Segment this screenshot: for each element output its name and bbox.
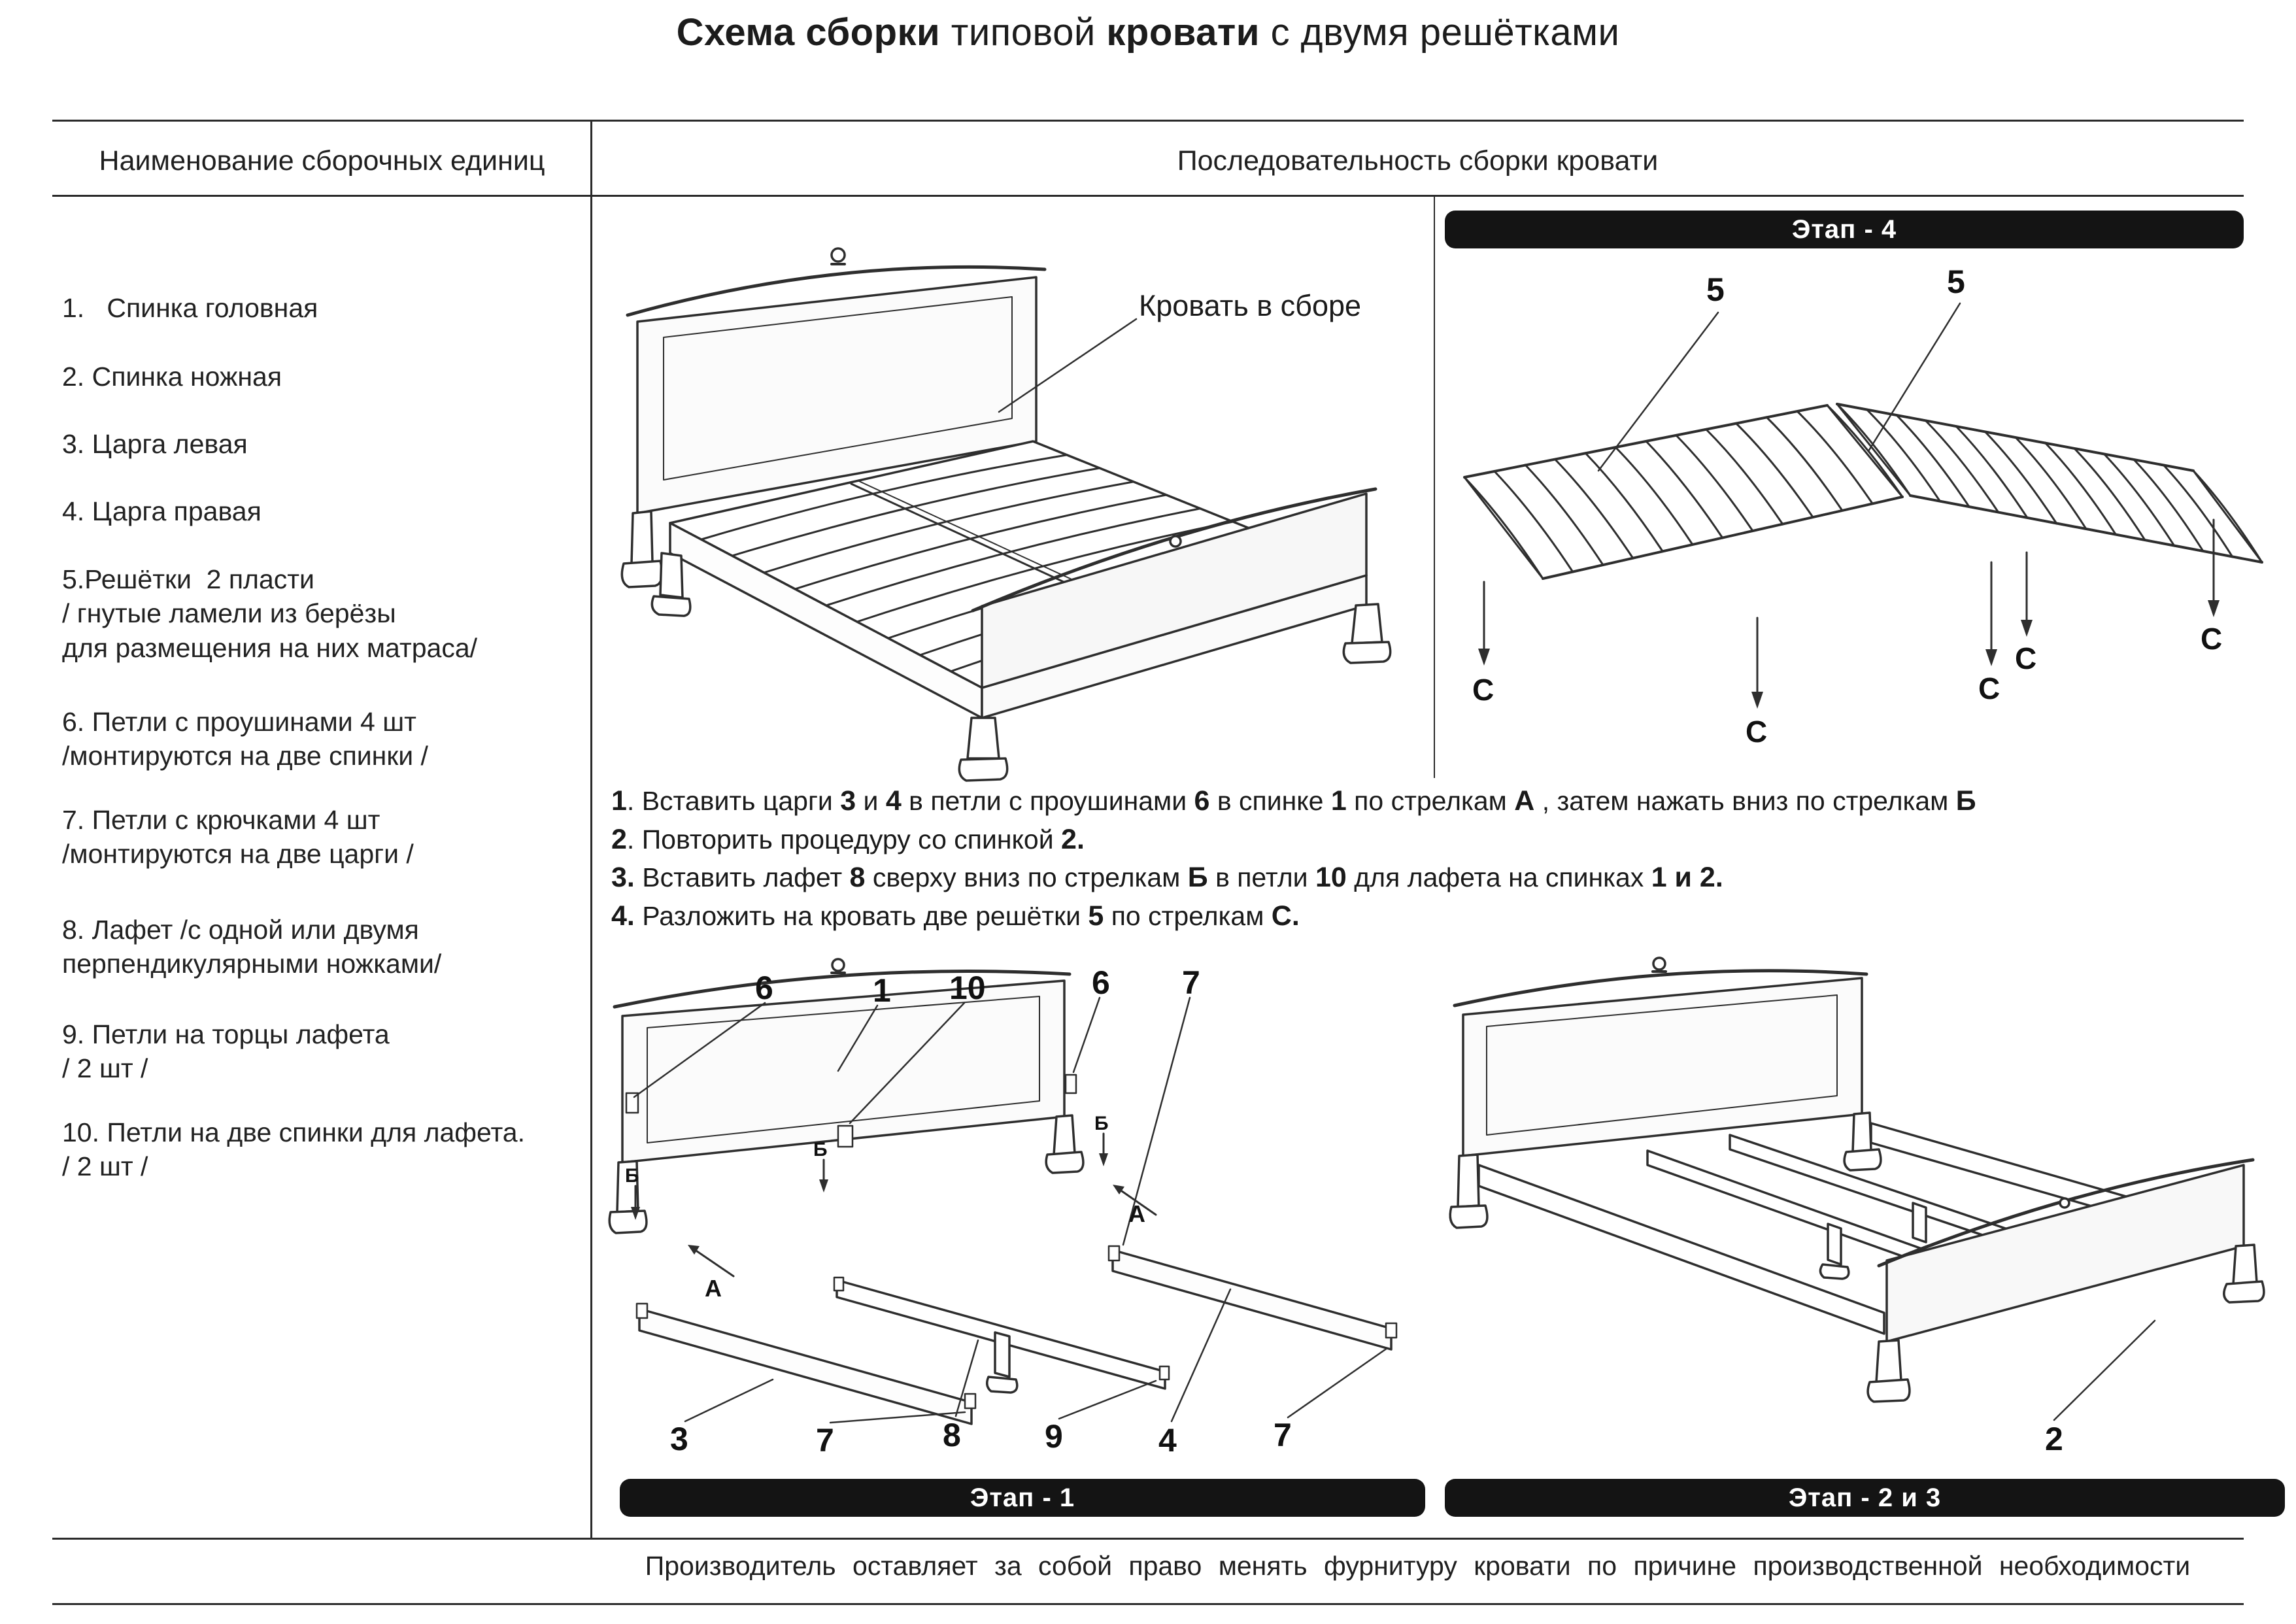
rail-right-4 bbox=[1107, 1245, 1398, 1351]
parts-list-item: 10. Петли на две спинки для лафета. / 2 … bbox=[62, 1117, 525, 1182]
arrow-label-b: Б bbox=[1094, 1113, 1109, 1134]
part-label-6: 6 bbox=[755, 970, 773, 1006]
assembled-bed-figure: Кровать в сборе bbox=[608, 216, 1425, 785]
stage-2-3-banner: Этап - 2 и 3 bbox=[1445, 1479, 2285, 1517]
parts-list-item: 8. Лафет /с одной или двумя перпендикуля… bbox=[62, 915, 442, 979]
instruction-step: 4. Разложить на кровать две решётки 5 по… bbox=[611, 900, 1300, 932]
instruction-step: 3. Вставить лафет 8 сверху вниз по стрел… bbox=[611, 862, 1723, 894]
assembled-bed-caption: Кровать в сборе bbox=[1139, 289, 1362, 322]
grid-left bbox=[1463, 404, 1904, 580]
stage-2-3-figure: 2 bbox=[1445, 955, 2288, 1471]
stage-4-banner: Этап - 4 bbox=[1445, 211, 2244, 248]
assembly-instructions: 1. Вставить царги 3 и 4 в петли с проуши… bbox=[611, 785, 2275, 938]
direction-arrows bbox=[631, 1132, 1157, 1277]
stage-1-figure: 6 1 10 6 7 Б Б Б А А 3 7 8 9 4 7 bbox=[608, 955, 1428, 1471]
arrow-label-b: Б bbox=[625, 1165, 639, 1187]
part-label-3: 3 bbox=[670, 1421, 688, 1457]
arrow-label-c: С bbox=[1978, 671, 2001, 705]
instruction-step: 1. Вставить царги 3 и 4 в петли с проуши… bbox=[611, 785, 1976, 817]
divider-bottom bbox=[52, 1603, 2244, 1605]
arrow-label-a: А bbox=[1128, 1200, 1145, 1227]
divider-header bbox=[52, 195, 2244, 197]
footboard bbox=[971, 487, 1377, 689]
part-label-8: 8 bbox=[943, 1417, 961, 1453]
arrow-label-c: С bbox=[2201, 622, 2223, 656]
rail-left-3 bbox=[635, 1302, 977, 1425]
bed-frame-drawing bbox=[1449, 956, 2265, 1421]
right-column-header: Последовательность сборки кровати bbox=[1177, 145, 1659, 177]
parts-list-item: 4. Царга правая bbox=[62, 496, 262, 526]
parts-list-item: 3. Царга левая bbox=[62, 429, 248, 459]
parts-list-item: 5.Решётки 2 пласти / гнутые ламели из бе… bbox=[62, 564, 478, 663]
divider-footer-top bbox=[52, 1538, 2244, 1540]
part-label-7: 7 bbox=[1274, 1417, 1292, 1453]
divider-columns bbox=[590, 120, 592, 1538]
headboard bbox=[620, 247, 1047, 588]
left-column-header: Наименование сборочных единиц bbox=[99, 145, 545, 177]
footer-note: Производитель оставляет за собой право м… bbox=[645, 1551, 2191, 1581]
lafet-8 bbox=[833, 1276, 1170, 1394]
slat-grids-drawing bbox=[1463, 302, 2263, 709]
arrow-label-b: Б bbox=[813, 1139, 828, 1160]
part-label-4: 4 bbox=[1158, 1422, 1177, 1459]
hinges bbox=[625, 1074, 1077, 1148]
footboard bbox=[1866, 1158, 2265, 1403]
legs bbox=[650, 552, 1392, 782]
caption-leader-line bbox=[998, 318, 1138, 413]
arrow-label-a: А bbox=[705, 1275, 722, 1302]
stage-4-figure: 5 5 С С С С С bbox=[1445, 255, 2288, 781]
grid-right bbox=[1836, 403, 2263, 564]
parts-list-item: 1. Спинка головная bbox=[62, 293, 318, 323]
part-label-10: 10 bbox=[949, 970, 986, 1006]
parts-list-item: 7. Петли с крючками 4 шт /монтируются на… bbox=[62, 805, 414, 870]
part-label-5: 5 bbox=[1706, 271, 1725, 308]
headboard bbox=[1449, 956, 1882, 1229]
part-label-7: 7 bbox=[1182, 964, 1200, 1001]
instruction-step: 2. Повторить процедуру со спинкой 2. bbox=[611, 823, 1085, 855]
part-label-1: 1 bbox=[873, 972, 891, 1009]
headboard bbox=[608, 958, 1085, 1234]
parts-list-item: 6. Петли с проушинами 4 шт /монтируются … bbox=[62, 707, 428, 771]
divider-figures bbox=[1434, 196, 1435, 778]
parts-list-item: 2. Спинка ножная bbox=[62, 362, 282, 392]
exploded-view-drawing bbox=[608, 958, 1398, 1425]
part-label-2: 2 bbox=[2045, 1421, 2063, 1457]
page-title: Схема сборки типовой кровати с двумя реш… bbox=[676, 11, 1620, 54]
label-leader-line bbox=[2053, 1319, 2156, 1421]
divider-top bbox=[52, 120, 2244, 122]
arrow-label-c: С bbox=[1472, 673, 1494, 707]
arrow-label-c: С bbox=[2015, 641, 2037, 675]
leader-lines bbox=[633, 996, 1389, 1424]
stage-1-banner: Этап - 1 bbox=[620, 1479, 1425, 1517]
parts-list-item: 9. Петли на торцы лафета / 2 шт / bbox=[62, 1019, 390, 1084]
part-label-9: 9 bbox=[1045, 1418, 1063, 1455]
part-label-7: 7 bbox=[816, 1422, 834, 1459]
part-label-5: 5 bbox=[1947, 263, 1965, 300]
direction-arrows-c bbox=[1478, 518, 2220, 709]
arrow-label-c: С bbox=[1746, 715, 1768, 749]
part-label-6: 6 bbox=[1092, 964, 1110, 1001]
leader-lines bbox=[1597, 302, 1961, 472]
assembled-bed-drawing bbox=[620, 247, 1392, 782]
